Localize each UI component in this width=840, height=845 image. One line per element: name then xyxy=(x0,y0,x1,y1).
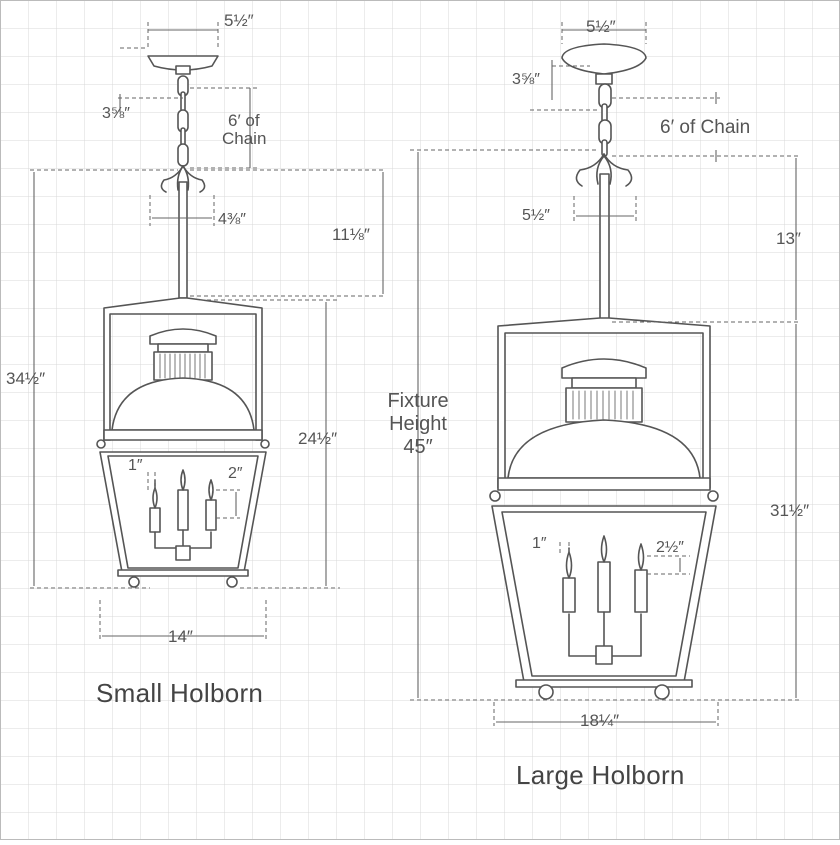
small-candle-height-label: 2″ xyxy=(228,465,243,482)
small-candle-base xyxy=(175,545,191,561)
large-width-label: 18¼″ xyxy=(580,711,620,730)
small-top-cap xyxy=(149,328,217,345)
large-hook-left xyxy=(575,153,605,187)
large-canopy-width-label: 5½″ xyxy=(586,17,616,36)
small-dimension-solid xyxy=(33,29,384,637)
small-holborn-lantern xyxy=(96,55,270,588)
small-dome xyxy=(111,377,255,431)
small-rod xyxy=(178,181,188,299)
small-body-height-label: 24½″ xyxy=(298,429,338,448)
large-candle xyxy=(562,577,576,613)
large-hook-height-label: 13″ xyxy=(776,229,801,248)
large-dome xyxy=(507,419,701,479)
small-hook-right xyxy=(182,165,206,193)
small-candle xyxy=(149,507,161,533)
small-gallery xyxy=(153,351,213,381)
small-dimension-lines xyxy=(30,22,385,640)
large-holborn-lantern xyxy=(489,43,719,700)
large-body-height-label: 31½″ xyxy=(770,501,810,520)
small-holborn-title: Small Holborn xyxy=(96,678,264,708)
small-hook-height-label: 11⅛″ xyxy=(332,225,370,244)
small-canopy-width-label: 5½″ xyxy=(224,11,254,30)
large-canopy-to-chain-label: 3⅝″ xyxy=(512,71,540,88)
small-canopy-loop xyxy=(175,65,191,75)
small-candle-spacing-label: 1″ xyxy=(128,457,143,474)
large-rod xyxy=(599,173,610,325)
large-dimension-solid xyxy=(417,29,797,723)
small-candle xyxy=(177,489,189,531)
small-candle xyxy=(205,499,217,531)
large-fixture-height-line1: Fixture xyxy=(387,390,449,412)
large-hook-right xyxy=(603,153,633,187)
small-canopy-to-chain-label: 3⅝″ xyxy=(102,105,130,122)
large-candle xyxy=(634,569,648,613)
large-dimension-lines xyxy=(410,22,800,726)
small-hook-left xyxy=(160,165,184,193)
large-hook-width-label: 5½″ xyxy=(522,207,550,224)
small-width-label: 14″ xyxy=(168,627,193,646)
large-fixture-height-line3: 45″ xyxy=(403,436,433,458)
small-chain-link xyxy=(177,143,189,167)
small-hook-width-label: 4⅜″ xyxy=(218,211,246,228)
large-fixture-height-label: Fixture Height 45″ xyxy=(380,390,456,459)
small-chain-label-line2: Chain xyxy=(222,129,267,148)
large-candle-base xyxy=(595,645,613,665)
large-candle-spacing-label: 1″ xyxy=(532,535,547,552)
small-chain-label-line1: 6′ of xyxy=(228,111,260,130)
small-overall-height-label: 34½″ xyxy=(6,369,46,388)
large-gallery xyxy=(565,387,643,423)
large-fixture-height-line2: Height xyxy=(389,413,447,435)
large-candle xyxy=(597,561,611,613)
large-holborn-title: Large Holborn xyxy=(516,760,685,790)
large-top-cap xyxy=(561,358,647,379)
large-candle-height-label: 2½″ xyxy=(656,539,684,556)
large-chain-label: 6′ of Chain xyxy=(660,117,751,138)
large-canopy-loop xyxy=(595,73,613,85)
